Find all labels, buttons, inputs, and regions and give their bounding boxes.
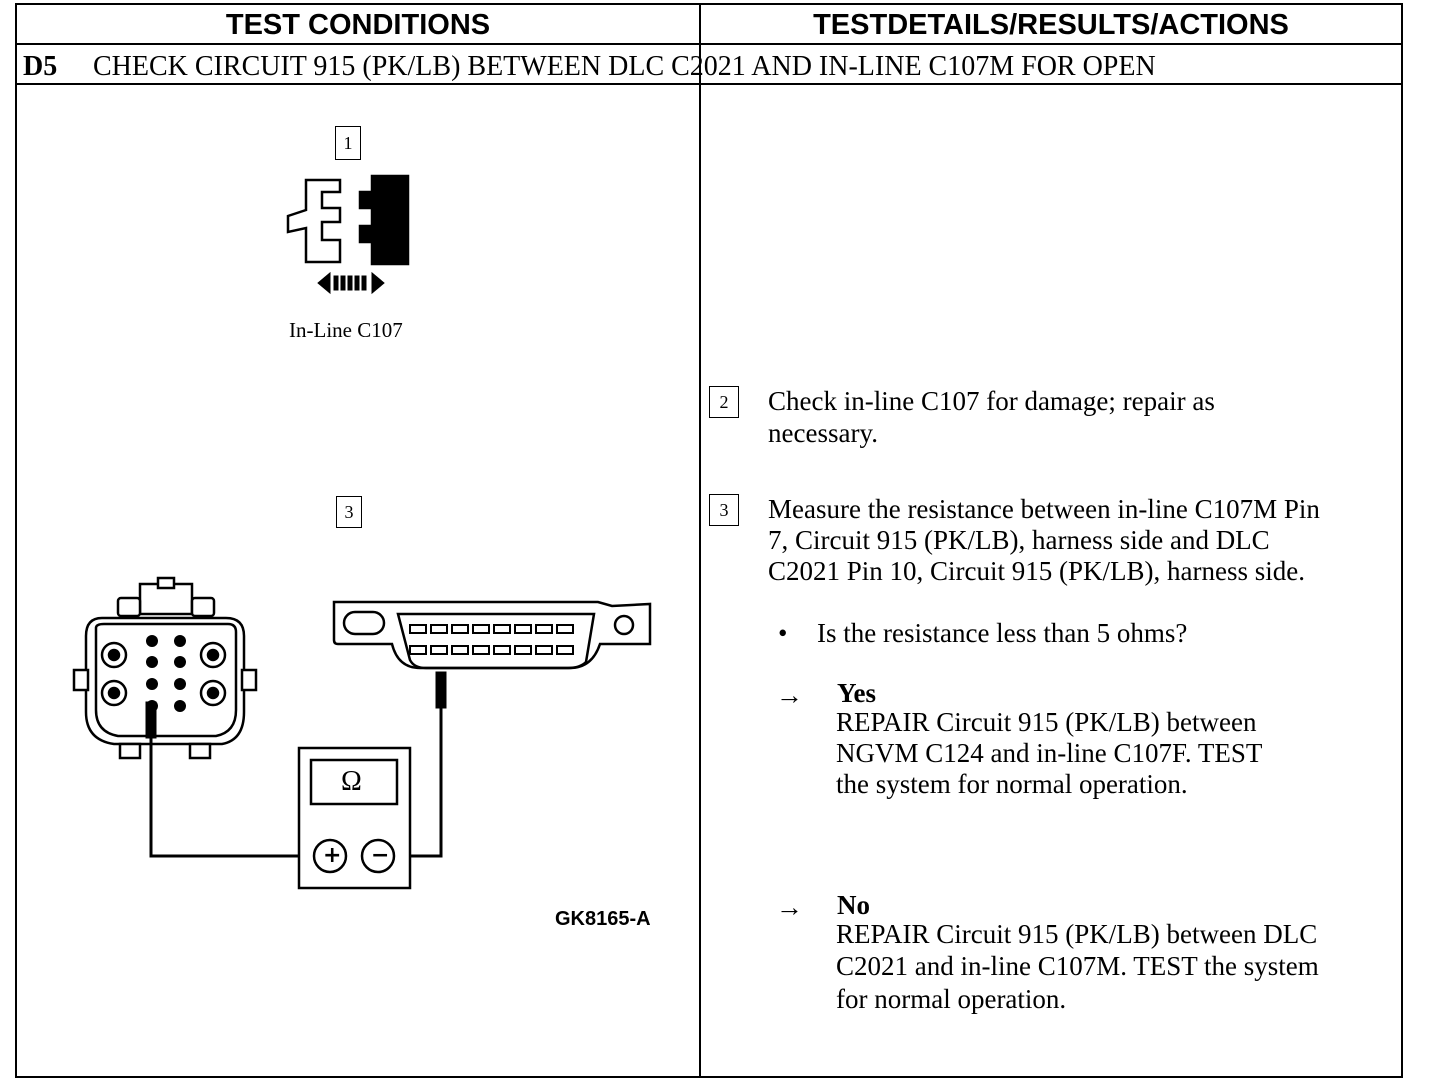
callout-3-box: 3	[336, 496, 362, 528]
connector-mounting-screws	[100, 641, 227, 707]
item-2-line-2: necessary.	[768, 418, 878, 448]
no-line-3: for normal operation.	[836, 984, 1067, 1014]
step-title-row: D5 CHECK CIRCUIT 915 (PK/LB) BETWEEN DLC …	[23, 45, 1156, 83]
item-3-line-1: Measure the resistance between in-line C…	[768, 494, 1320, 524]
no-label: No	[837, 890, 870, 920]
minus-terminal: −	[371, 843, 390, 868]
figure-id: GK8165-A	[555, 908, 651, 930]
no-line-1: REPAIR Circuit 915 (PK/LB) between DLC	[836, 919, 1318, 949]
test-details-header: TESTDETAILS/RESULTS/ACTIONS	[813, 9, 1289, 41]
yes-line-1: REPAIR Circuit 915 (PK/LB) between	[836, 707, 1257, 737]
item-3-line-2: 7, Circuit 915 (PK/LB), harness side and…	[768, 525, 1270, 555]
yes-line-2: NGVM C124 and in-line C107F. TEST	[836, 738, 1263, 768]
step-title: CHECK CIRCUIT 915 (PK/LB) BETWEEN DLC C2…	[93, 51, 1156, 82]
item-2-box: 2	[709, 386, 739, 418]
no-arrow-icon: →	[776, 892, 803, 922]
item-3-line-3: C2021 Pin 10, Circuit 915 (PK/LB), harne…	[768, 556, 1305, 586]
callout-1-box: 1	[335, 126, 361, 160]
test-conditions-header: TEST CONDITIONS	[225, 9, 491, 41]
question-text: Is the resistance less than 5 ohms?	[817, 618, 1188, 648]
separate-arrow-icon	[317, 271, 385, 295]
column-divider	[699, 5, 701, 1078]
inline-c107-connector	[286, 174, 410, 266]
c107m-connector-face	[72, 576, 258, 760]
step-divider	[17, 83, 1403, 85]
item-2-line-1: Check in-line C107 for damage; repair as	[768, 386, 1215, 416]
yes-arrow-icon: →	[776, 680, 803, 710]
yes-line-3: the system for normal operation.	[836, 769, 1188, 799]
question-bullet: •	[778, 618, 788, 648]
step-id: D5	[23, 51, 58, 82]
dlc-c2021-connector	[332, 600, 652, 670]
ohm-symbol: Ω	[341, 766, 362, 797]
ohmmeter	[297, 746, 412, 890]
plus-terminal: +	[323, 843, 342, 868]
header-divider	[17, 43, 1403, 45]
yes-label: Yes	[837, 678, 876, 708]
connector-label: In-Line C107	[289, 318, 403, 342]
no-line-2: C2021 and in-line C107M. TEST the system	[836, 951, 1319, 981]
item-3-box: 3	[709, 494, 739, 526]
procedure-table: TEST CONDITIONS TESTDETAILS/RESULTS/ACTI…	[15, 3, 1403, 1078]
dlc-pins	[409, 624, 574, 655]
